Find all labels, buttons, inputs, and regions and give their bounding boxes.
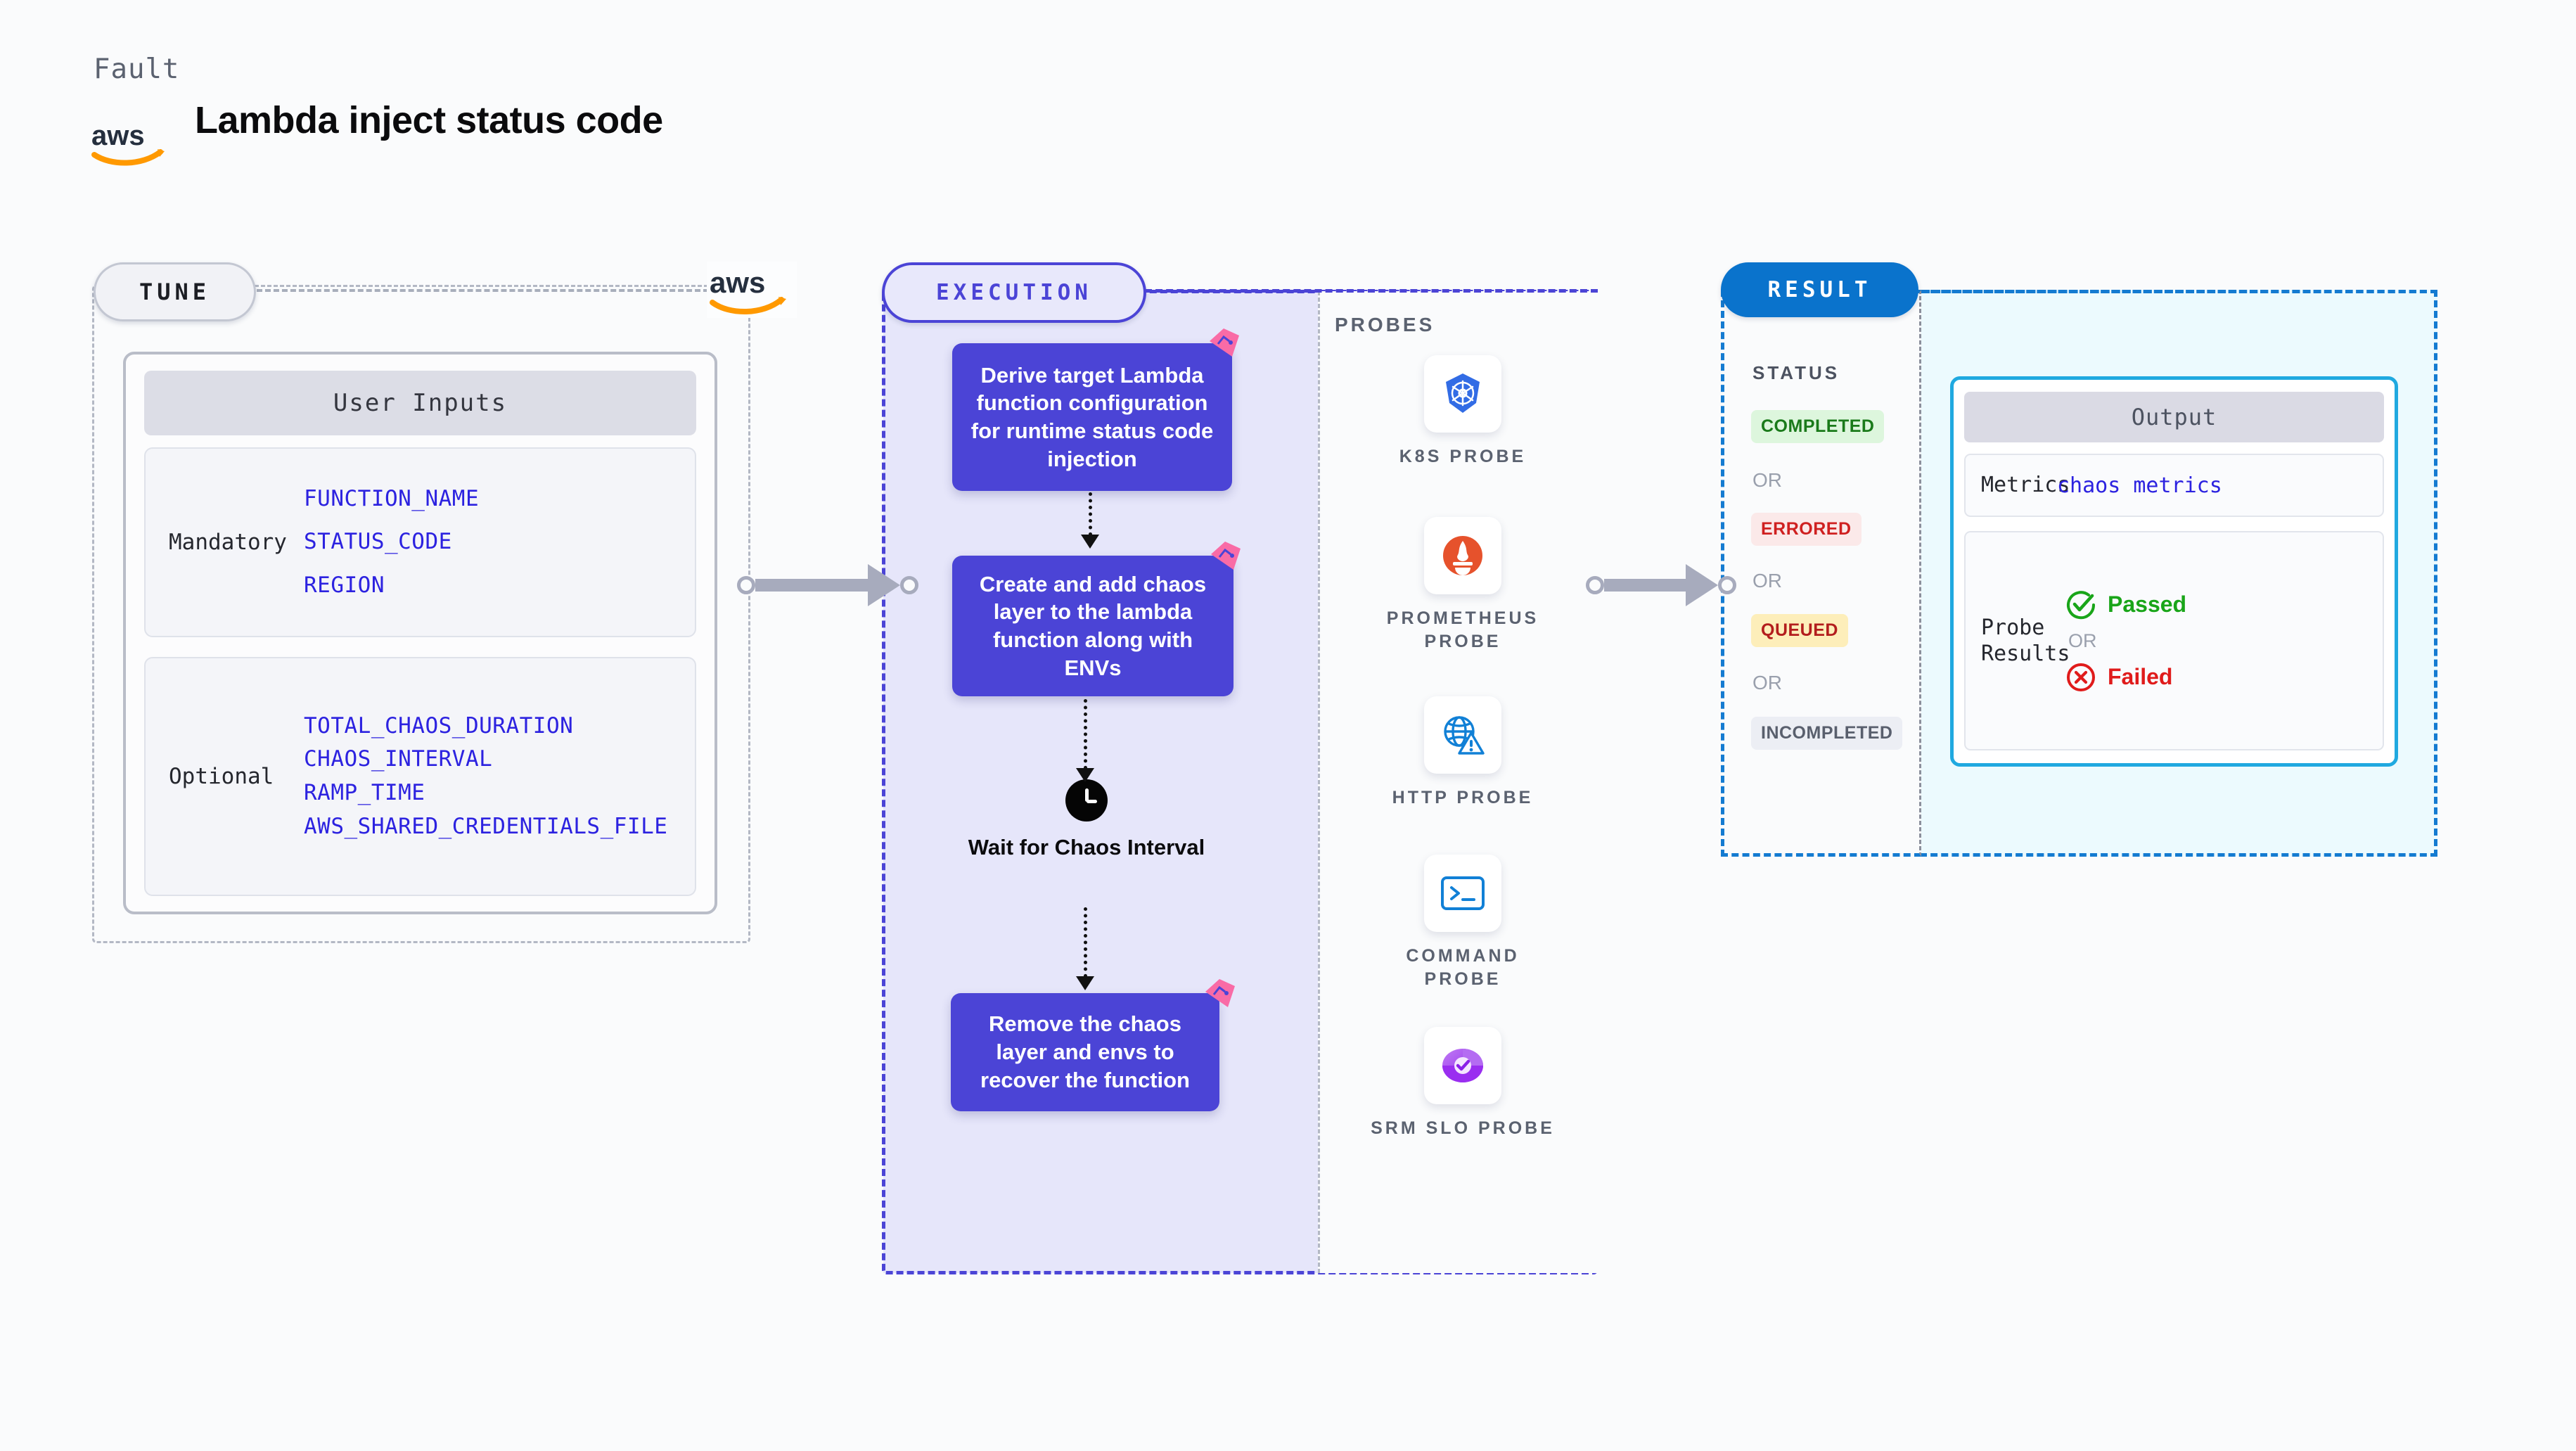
probe-icon-tile — [1424, 1027, 1501, 1104]
probes-panel — [1318, 291, 1598, 1273]
connector-arrow-icon — [868, 564, 900, 606]
litmus-chaos-icon — [1205, 979, 1235, 1007]
probe-label: COMMAND PROBE — [1406, 946, 1520, 989]
aws-logo-icon: aws — [91, 120, 165, 166]
connector-arrow-icon — [1686, 564, 1718, 606]
http-globe-warning-icon — [1444, 716, 1485, 755]
kubernetes-icon — [1446, 373, 1480, 413]
output-title: Output — [1964, 392, 2384, 442]
litmus-chaos-icon — [1210, 328, 1239, 357]
connector-start-dot — [737, 576, 755, 594]
mandatory-label: Mandatory — [169, 530, 287, 555]
flow-arrowhead-2 — [1076, 768, 1094, 782]
probe-item-srm-slo[interactable]: SRM SLO PROBE — [1364, 1027, 1561, 1140]
mandatory-values: FUNCTION_NAME STATUS_CODE REGION — [304, 485, 480, 599]
output-probe-key: Probe Results — [1981, 615, 2070, 667]
output-metrics-value: chaos metrics — [2057, 473, 2222, 498]
optional-inputs-group: Optional TOTAL_CHAOS_DURATION CHAOS_INTE… — [144, 657, 696, 896]
execution-step-1[interactable]: Derive target Lambda function configurat… — [952, 343, 1232, 491]
srm-slo-icon — [1442, 1049, 1483, 1082]
flow-arrow-1 — [1089, 492, 1092, 536]
status-title: STATUS — [1752, 362, 1840, 383]
status-or: OR — [1752, 672, 1782, 693]
user-inputs-title: User Inputs — [144, 371, 696, 435]
flow-arrow-2 — [1084, 699, 1087, 769]
input-variable: TOTAL_CHAOS_DURATION — [304, 712, 574, 739]
execution-divider-line — [1145, 289, 1598, 293]
probe-item-http[interactable]: HTTP PROBE — [1364, 696, 1561, 810]
probe-item-k8s[interactable]: K8S PROBE — [1364, 355, 1561, 468]
probe-item-command[interactable]: COMMAND PROBE — [1364, 855, 1561, 990]
status-or: OR — [1752, 570, 1782, 592]
probe-label: PROMETHEUS PROBE — [1386, 608, 1539, 651]
output-metrics-row: Metrics chaos metrics — [1964, 454, 2384, 517]
probe-icon-tile — [1424, 855, 1501, 932]
probe-icon-tile — [1424, 696, 1501, 774]
execution-step-2[interactable]: Create and add chaos layer to the lambda… — [952, 556, 1233, 696]
wait-for-chaos-interval-node: Wait for Chaos Interval — [946, 779, 1227, 862]
optional-values: TOTAL_CHAOS_DURATION CHAOS_INTERVAL RAMP… — [304, 712, 668, 840]
aws-provider-icon: aws — [707, 262, 797, 318]
check-circle-icon — [2067, 590, 2096, 619]
probe-passed-label: Passed — [2108, 592, 2187, 617]
tune-pill-label[interactable]: TUNE — [94, 262, 256, 321]
input-variable: FUNCTION_NAME — [304, 485, 480, 511]
probe-failed-label: Failed — [2108, 664, 2173, 689]
probe-label: SRM SLO PROBE — [1371, 1118, 1555, 1138]
probe-icon-tile — [1424, 517, 1501, 594]
page-kicker: Fault — [94, 53, 180, 85]
status-badge-queued: QUEUED — [1751, 614, 1848, 647]
probe-result-or: OR — [2068, 629, 2097, 651]
input-variable: CHAOS_INTERVAL — [304, 746, 493, 772]
connector-tune-to-execution — [737, 564, 918, 606]
output-probe-results-row: Probe Results Passed OR Failed — [1964, 531, 2384, 750]
clock-icon — [1065, 779, 1108, 822]
probe-label: HTTP PROBE — [1392, 788, 1534, 807]
x-circle-icon — [2067, 663, 2095, 691]
execution-step-3[interactable]: Remove the chaos layer and envs to recov… — [951, 993, 1219, 1111]
input-variable: REGION — [304, 572, 385, 598]
connector-bar — [1604, 579, 1686, 592]
page-title: Lambda inject status code — [195, 99, 663, 141]
probe-result-passed: Passed — [2065, 589, 2186, 620]
prometheus-icon — [1443, 536, 1482, 575]
litmus-chaos-icon — [1211, 542, 1241, 570]
wait-node-label: Wait for Chaos Interval — [968, 835, 1205, 859]
flow-arrow-3 — [1084, 907, 1087, 978]
connector-end-dot — [900, 576, 918, 594]
optional-label: Optional — [169, 764, 274, 789]
flow-arrowhead-1 — [1081, 535, 1099, 549]
probe-label: K8S PROBE — [1399, 447, 1527, 466]
status-badge-errored: ERRORED — [1751, 513, 1861, 546]
status-badge-incompleted: INCOMPLETED — [1751, 717, 1903, 750]
input-variable: RAMP_TIME — [304, 780, 425, 805]
connector-bar — [755, 579, 868, 592]
probe-result-failed: Failed — [2065, 662, 2186, 693]
status-or: OR — [1752, 469, 1782, 491]
input-variable: STATUS_CODE — [304, 529, 452, 555]
probe-icon-tile — [1424, 355, 1501, 433]
probe-item-prometheus[interactable]: PROMETHEUS PROBE — [1364, 517, 1561, 653]
execution-pill-label[interactable]: EXECUTION — [882, 262, 1146, 323]
status-badge-completed: COMPLETED — [1751, 410, 1885, 443]
output-metrics-key: Metrics — [1981, 473, 2070, 498]
output-probe-values: Passed OR Failed — [2057, 589, 2186, 693]
probes-title: PROBES — [1335, 314, 1435, 335]
result-pill-label[interactable]: RESULT — [1721, 262, 1918, 317]
flow-arrowhead-3 — [1076, 976, 1094, 990]
result-divider-line — [1923, 290, 2437, 293]
connector-execution-to-result — [1586, 564, 1736, 606]
connector-start-dot — [1586, 576, 1604, 594]
svg-text:aws: aws — [91, 120, 145, 151]
mandatory-inputs-group: Mandatory FUNCTION_NAME STATUS_CODE REGI… — [144, 447, 696, 637]
terminal-icon — [1441, 876, 1485, 910]
connector-end-dot — [1718, 576, 1736, 594]
svg-text:aws: aws — [710, 266, 765, 299]
input-variable: AWS_SHARED_CREDENTIALS_FILE — [304, 813, 668, 839]
tune-divider-line — [257, 289, 717, 292]
